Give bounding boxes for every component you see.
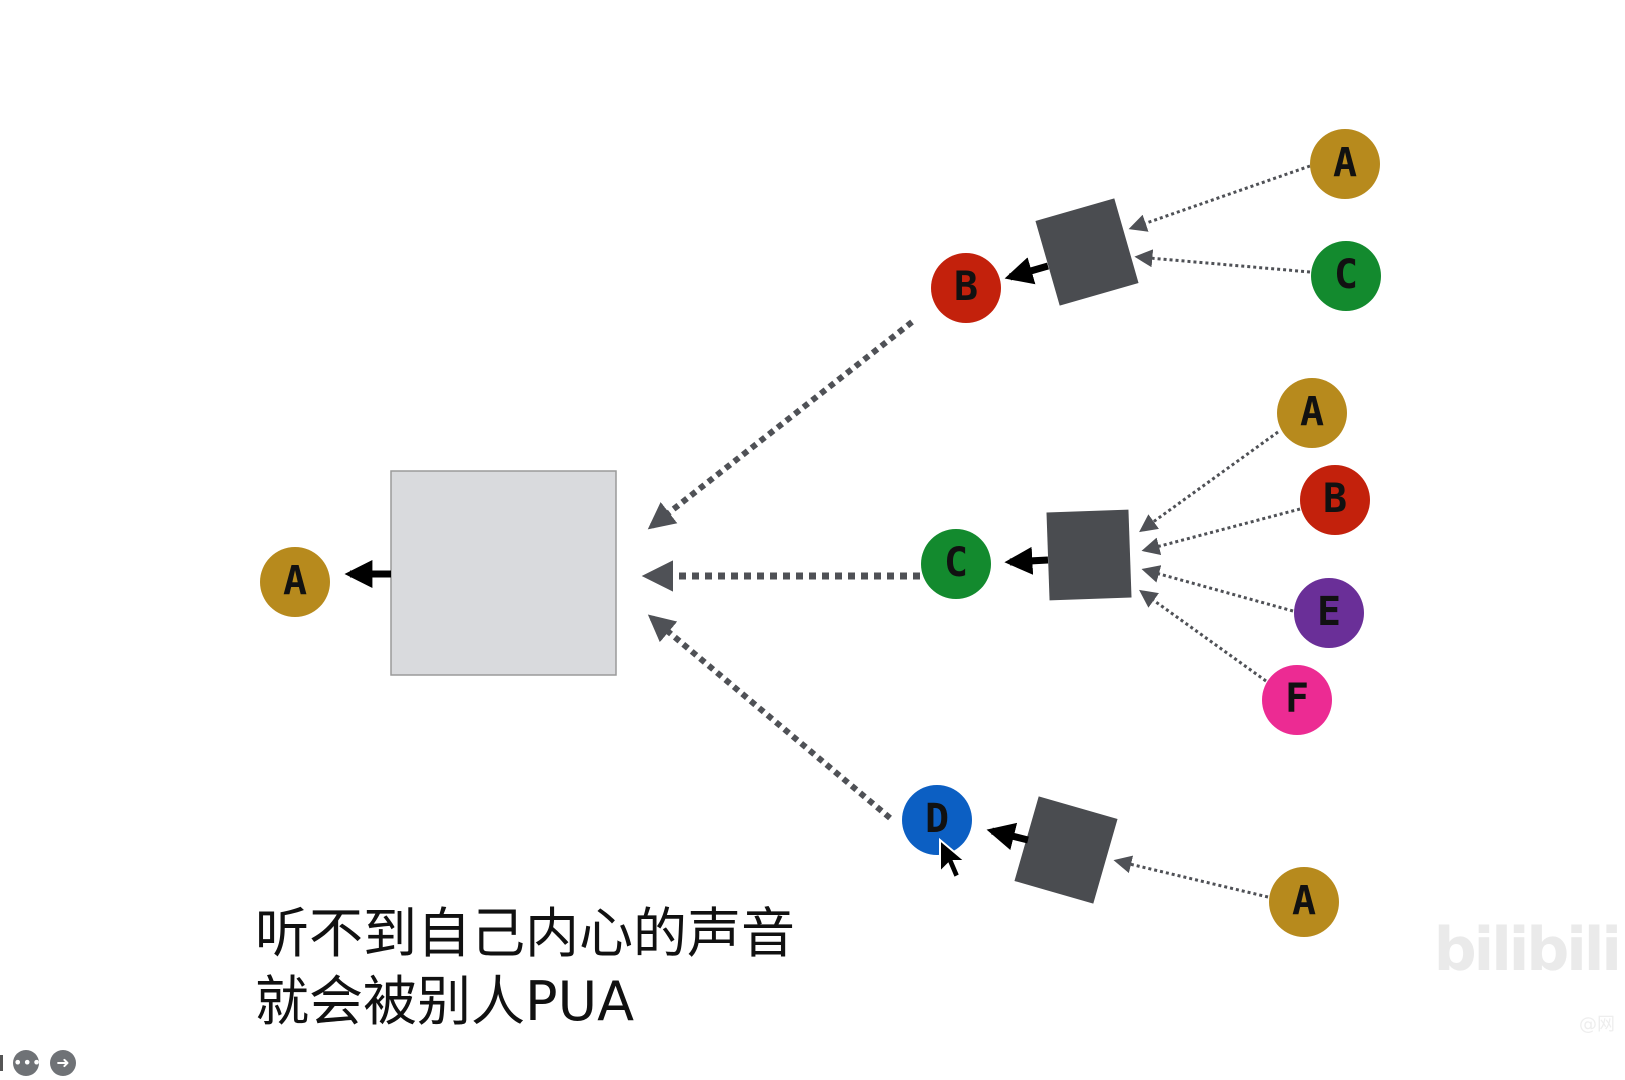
bilibili-watermark-logo: bilibili <box>1433 915 1622 985</box>
node-c-in-f-label: F <box>1285 676 1309 722</box>
edge-f-to-boxc <box>1139 589 1267 683</box>
node-b-in-c-circle <box>1311 241 1381 311</box>
edge-e-to-boxc <box>1141 565 1294 613</box>
node-c-in-f: F <box>1262 665 1332 735</box>
node-d-bot-label: D <box>925 796 949 842</box>
edge-c-to-boxb <box>1134 249 1311 274</box>
edge-boxc-to-c <box>1004 546 1049 575</box>
node-c-in-b-label: B <box>1323 476 1347 522</box>
watermark-sub: @网 <box>1579 1014 1615 1035</box>
node-output-a-label: A <box>283 558 307 604</box>
edge-a-to-boxd <box>1113 855 1269 899</box>
edge-a-to-boxb <box>1128 164 1311 232</box>
main-box <box>390 470 617 676</box>
node-b-top: B <box>931 253 1001 323</box>
node-c-mid-label: C <box>944 540 968 586</box>
node-c-in-a: A <box>1277 378 1347 448</box>
node-c-in-e-circle <box>1294 578 1364 648</box>
node-b-in-c: C <box>1311 241 1381 311</box>
node-c-in-e-label: E <box>1317 589 1341 635</box>
small-box-c <box>1046 509 1132 601</box>
node-b-in-a-circle <box>1310 129 1380 199</box>
left-edge-marker <box>0 1055 3 1071</box>
node-b-in-a: A <box>1310 129 1380 199</box>
node-output-a: A <box>260 547 330 617</box>
node-output-a-circle <box>260 547 330 617</box>
node-c-mid-circle <box>921 529 991 599</box>
more-icon[interactable]: ••• <box>13 1050 41 1076</box>
edge-boxb-to-b <box>1004 257 1049 285</box>
edge-d-to-main <box>647 614 892 821</box>
edge-a-to-boxc <box>1139 430 1279 533</box>
node-b-in-a-label: A <box>1333 140 1357 186</box>
node-c-in-b-circle <box>1300 465 1370 535</box>
node-d-bot: D <box>902 785 972 855</box>
caption-line-2: 就会被别人PUA <box>255 970 635 1033</box>
caption: 听不到自己内心的声音 就会被别人PUA <box>255 900 795 1036</box>
node-b-top-label: B <box>954 264 978 310</box>
small-box-b <box>1035 198 1139 306</box>
edge-b-to-boxc <box>1141 507 1301 556</box>
node-c-in-e: E <box>1294 578 1364 648</box>
node-c-in-b: B <box>1300 465 1370 535</box>
arrow-right-icon[interactable]: ➜ <box>50 1050 76 1076</box>
node-c-mid: C <box>921 529 991 599</box>
edge-b-to-main <box>647 319 914 530</box>
node-d-in-a-label: A <box>1292 878 1316 924</box>
edge-boxd-to-d <box>986 822 1029 851</box>
node-c-in-a-label: A <box>1300 389 1324 435</box>
caption-line-1: 听不到自己内心的声音 <box>255 902 795 965</box>
node-c-in-a-circle <box>1277 378 1347 448</box>
node-d-in-a-circle <box>1269 867 1339 937</box>
node-d-in-a: A <box>1269 867 1339 937</box>
node-d-bot-circle <box>902 785 972 855</box>
node-b-top-circle <box>931 253 1001 323</box>
small-box-d <box>1014 796 1118 904</box>
mouse-cursor-icon <box>939 837 968 880</box>
node-c-in-f-circle <box>1262 665 1332 735</box>
node-b-in-c-label: C <box>1334 252 1358 298</box>
